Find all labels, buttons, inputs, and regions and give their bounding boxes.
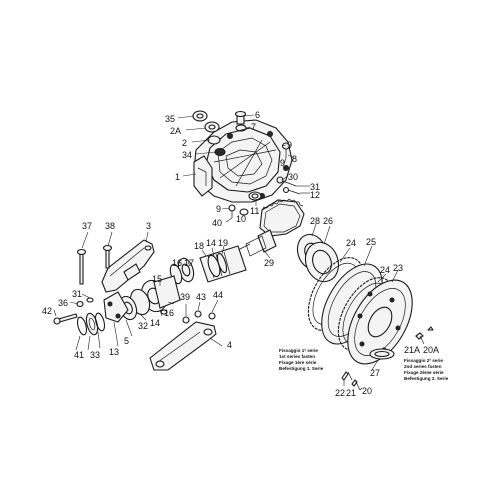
callout-34: 34 xyxy=(182,150,192,160)
housing-top-hardware xyxy=(192,110,291,158)
callout-21a: 21A xyxy=(404,345,420,355)
callout-11: 11 xyxy=(250,206,259,216)
callout-2a: 2A xyxy=(170,126,181,136)
callout-24a: 24 xyxy=(346,238,356,248)
lower-arm-bracket xyxy=(149,309,217,371)
callout-30: 30 xyxy=(288,172,298,182)
callout-9c: 9 xyxy=(216,204,221,214)
callout-20: 20 xyxy=(362,386,372,396)
callout-25: 25 xyxy=(366,237,376,247)
callout-32: 32 xyxy=(138,321,148,331)
callout-31b: 31 xyxy=(72,289,82,299)
callout-labels: 1 2 2A 35 34 6 7 9 8 9 30 31 12 9 40 10 … xyxy=(42,110,439,398)
callout-9b: 9 xyxy=(280,158,285,168)
callout-38: 38 xyxy=(105,221,115,231)
callout-15: 15 xyxy=(152,274,162,284)
series1-note: Fissaggio 1ª serie 1st series fasten Fix… xyxy=(279,348,324,371)
callout-33: 33 xyxy=(90,350,100,360)
hub-assembly xyxy=(103,275,181,323)
callout-28: 28 xyxy=(310,216,320,226)
series2-note-line-3: Fixage 2ème série xyxy=(404,370,444,375)
series1-note-line-1: Fissaggio 1ª serie xyxy=(279,348,318,353)
callout-41: 41 xyxy=(74,350,84,360)
leader-lines xyxy=(53,114,399,391)
callout-10: 10 xyxy=(236,214,246,224)
callout-9a: 9 xyxy=(287,140,292,150)
callout-17: 17 xyxy=(184,258,194,268)
series1-fasteners xyxy=(341,371,361,391)
callout-18: 18 xyxy=(194,241,204,251)
callout-26: 26 xyxy=(323,216,333,226)
retaining-ring xyxy=(369,348,395,360)
callout-37: 37 xyxy=(82,221,92,231)
callout-16b: 16 xyxy=(164,308,174,318)
callout-7: 7 xyxy=(251,122,256,132)
callout-20a: 20A xyxy=(423,345,439,355)
bearing-stack xyxy=(296,233,340,283)
callout-43: 43 xyxy=(196,292,206,302)
callout-3: 3 xyxy=(146,221,151,231)
callout-12: 12 xyxy=(310,190,320,200)
callout-6: 6 xyxy=(255,110,260,120)
callout-5: 5 xyxy=(124,336,129,346)
callout-16a: 16 xyxy=(172,258,182,268)
upper-arm-bracket xyxy=(76,239,155,293)
callout-39: 39 xyxy=(180,292,190,302)
series2-fasteners xyxy=(415,326,434,345)
callout-14b: 14 xyxy=(150,318,160,328)
series1-note-line-4: Befestigung 1. Serie xyxy=(279,366,324,371)
gearbox-housing xyxy=(193,119,293,203)
callout-35: 35 xyxy=(165,114,175,124)
callout-40: 40 xyxy=(212,218,222,228)
callout-24b: 24 xyxy=(380,265,390,275)
right-housing-bolts xyxy=(276,176,301,195)
series2-note-line-2: 2nd series fasten xyxy=(404,364,442,369)
callout-27: 27 xyxy=(370,368,380,378)
callout-42: 42 xyxy=(42,306,52,316)
callout-44: 44 xyxy=(213,290,223,300)
crown-gear xyxy=(237,198,305,257)
series1-note-line-2: 1st series fasten xyxy=(279,354,315,359)
callout-23: 23 xyxy=(393,263,403,273)
callout-19: 19 xyxy=(218,238,228,248)
series2-note: Fissaggio 2ª serie 2nd series fasten Fix… xyxy=(404,358,449,381)
callout-31: 31 xyxy=(310,182,320,192)
pinion-shaft-assembly xyxy=(169,245,247,285)
callout-14a: 14 xyxy=(206,238,216,248)
callout-36: 36 xyxy=(58,298,68,308)
flange-discs xyxy=(307,257,413,365)
housing-lower-fasteners xyxy=(228,191,262,218)
callout-21: 21 xyxy=(346,388,356,398)
left-washers xyxy=(53,297,106,336)
series1-note-line-3: Fixage 1ère série xyxy=(279,360,317,365)
callout-22: 22 xyxy=(335,388,345,398)
series2-note-line-4: Befestigung 2. Serie xyxy=(404,376,449,381)
callout-13: 13 xyxy=(109,347,119,357)
callout-4: 4 xyxy=(227,340,232,350)
series2-note-line-1: Fissaggio 2ª serie xyxy=(404,358,443,363)
callout-2: 2 xyxy=(182,138,187,148)
callout-8: 8 xyxy=(292,154,297,164)
callout-29: 29 xyxy=(264,258,274,268)
callout-1: 1 xyxy=(175,172,180,182)
